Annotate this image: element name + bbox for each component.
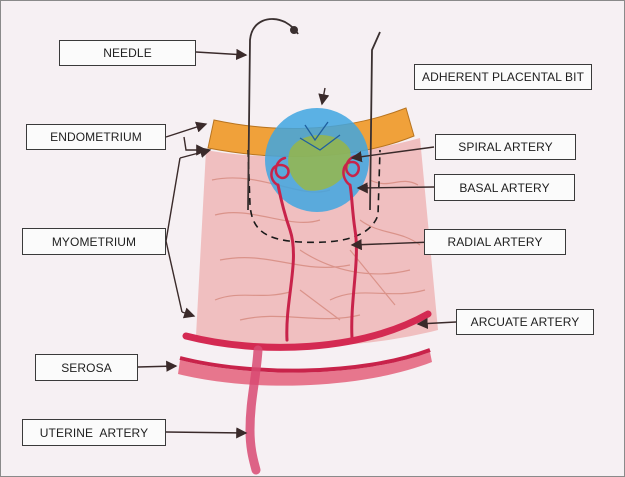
label-serosa: SEROSA — [35, 354, 138, 381]
needle-tip — [290, 26, 298, 34]
label-basal-artery: BASAL ARTERY — [434, 174, 575, 201]
label-spiral-artery: SPIRAL ARTERY — [435, 134, 576, 160]
label-uterine-artery: UTERINE ARTERY — [22, 419, 166, 446]
label-adherent-placental-bit: ADHERENT PLACENTAL BIT — [414, 64, 592, 90]
label-endometrium: ENDOMETRIUM — [26, 124, 166, 150]
label-arcuate-artery: ARCUATE ARTERY — [456, 309, 594, 335]
label-myometrium: MYOMETRIUM — [22, 228, 166, 255]
label-needle: NEEDLE — [59, 40, 196, 66]
label-radial-artery: RADIAL ARTERY — [424, 229, 566, 255]
